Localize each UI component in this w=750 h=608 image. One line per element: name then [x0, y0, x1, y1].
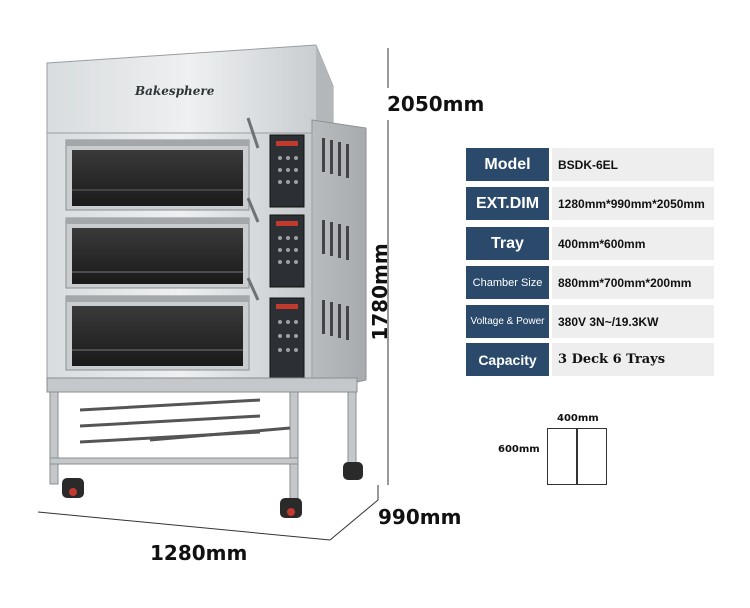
- spec-row-voltage-power: Voltage & Power 380V 3N~/19.3KW: [466, 305, 714, 338]
- spec-label: Model: [466, 148, 549, 181]
- spec-row-ext-dim: EXT.DIM 1280mm*990mm*2050mm: [466, 187, 714, 220]
- spec-value: 400mm*600mm: [552, 227, 714, 260]
- spec-label: Capacity: [466, 343, 549, 376]
- control-panels: [269, 134, 305, 381]
- tray-width-label: 400mm: [557, 413, 599, 424]
- spec-row-chamber-size: Chamber Size 880mm*700mm*200mm: [466, 266, 714, 299]
- body-height-dimension: 1780mm: [368, 243, 392, 341]
- spec-label: Tray: [466, 227, 549, 260]
- side-vents: [322, 138, 349, 340]
- height-dimension: 2050mm: [387, 92, 485, 116]
- depth-dimension: 990mm: [378, 505, 462, 529]
- spec-label: EXT.DIM: [466, 187, 549, 220]
- brand-logo: Bakesphere: [135, 84, 215, 98]
- spec-label: Chamber Size: [466, 266, 549, 299]
- spec-row-tray: Tray 400mm*600mm: [466, 227, 714, 260]
- deck-3: [65, 295, 250, 371]
- door-handles: [246, 117, 260, 301]
- spec-value: 3 Deck 6 Trays: [552, 343, 714, 376]
- spec-value: 1280mm*990mm*2050mm: [552, 187, 714, 220]
- spec-row-capacity: Capacity 3 Deck 6 Trays: [466, 343, 714, 376]
- spec-value: 380V 3N~/19.3KW: [552, 305, 714, 338]
- spec-value: 880mm*700mm*200mm: [552, 266, 714, 299]
- spec-row-model: Model BSDK-6EL: [466, 148, 714, 181]
- spec-value: BSDK-6EL: [552, 148, 714, 181]
- tray-outline: [547, 428, 607, 485]
- tray-length-label: 600mm: [498, 444, 540, 455]
- oven-hood: [46, 44, 334, 134]
- caster-wheels: [62, 462, 363, 518]
- tray-divider: [576, 429, 578, 484]
- width-dimension: 1280mm: [150, 541, 248, 565]
- dimension-lines: [37, 48, 389, 541]
- deck-2: [65, 217, 250, 289]
- oven-stand: [46, 377, 358, 505]
- deck-1: [65, 139, 250, 211]
- spec-label: Voltage & Power: [466, 305, 549, 338]
